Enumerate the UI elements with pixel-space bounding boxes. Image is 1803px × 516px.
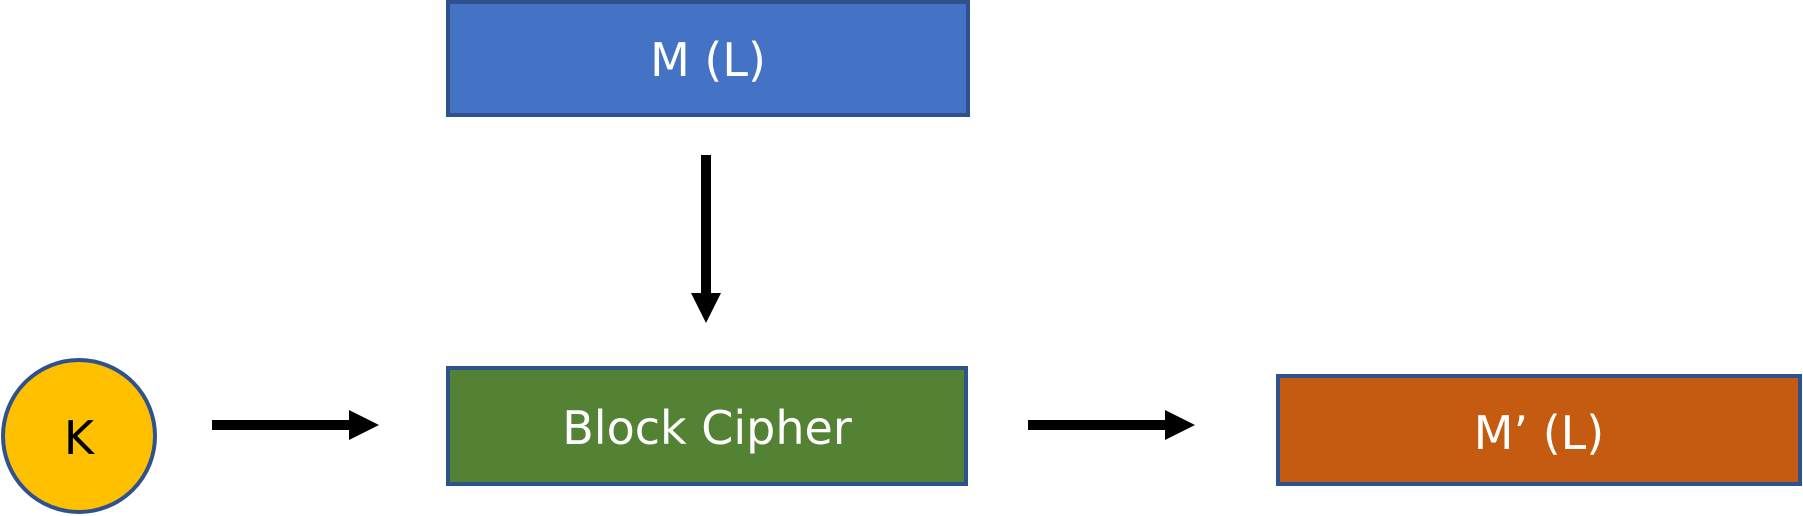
arrow-cipher-to-output xyxy=(1028,410,1195,440)
arrow-head xyxy=(349,410,379,440)
output-label: M’ (L) xyxy=(1474,406,1604,460)
key-node: K xyxy=(1,358,157,514)
key-circle xyxy=(1,358,157,514)
message-node: M (L) xyxy=(446,0,970,117)
cipher-label: Block Cipher xyxy=(562,401,852,455)
arrow-shaft xyxy=(1028,420,1168,430)
arrow-head xyxy=(1165,410,1195,440)
message-label: M (L) xyxy=(650,33,766,87)
cipher-box xyxy=(446,366,968,486)
output-box xyxy=(1276,374,1802,486)
arrow-key-to-cipher xyxy=(212,410,379,440)
arrow-shaft xyxy=(212,420,352,430)
key-label: K xyxy=(64,411,96,465)
arrow-shaft xyxy=(701,155,711,295)
message-box xyxy=(446,0,970,117)
arrow-message-to-cipher xyxy=(691,155,721,323)
output-node: M’ (L) xyxy=(1276,374,1802,486)
cipher-node: Block Cipher xyxy=(446,366,968,486)
arrow-head xyxy=(691,293,721,323)
